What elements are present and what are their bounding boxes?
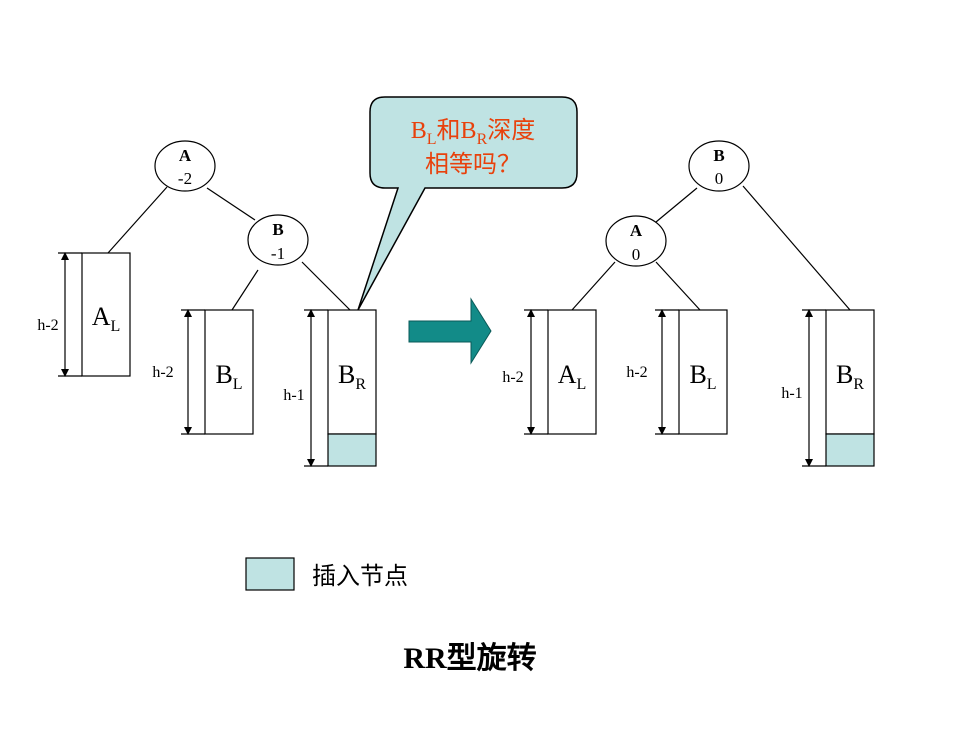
right-arrow-icon [408, 297, 492, 365]
edge-a-bl [655, 261, 701, 311]
subtree-subscript: L [111, 318, 121, 335]
tree-node-b-after: B 0 [688, 140, 750, 192]
node-name: A [179, 146, 192, 165]
node-balance: 0 [632, 245, 641, 264]
inserted-node-block [825, 433, 875, 467]
height-label: h-2 [152, 364, 173, 381]
tree-node-a-before: A -2 [154, 140, 216, 192]
height-label: h-2 [626, 364, 647, 381]
subtree-al-before: AL h-2 [37, 252, 131, 377]
node-balance: 0 [715, 169, 724, 188]
inserted-node-block [327, 433, 377, 467]
node-name: B [272, 220, 283, 239]
callout-question-line2: 相等吗？ [425, 151, 521, 178]
subtree-subscript: L [707, 376, 717, 393]
tree-node-a-after: A 0 [605, 215, 667, 267]
legend-swatch [245, 557, 295, 591]
svg-text:AL: AL [92, 302, 121, 335]
svg-text:BR: BR [836, 360, 864, 393]
node-name: A [630, 221, 643, 240]
callout-bubble: BL和BR深度 相等吗？ [357, 96, 578, 311]
svg-text:BL: BL [689, 360, 716, 393]
height-label: h-2 [502, 369, 523, 386]
edge-a-b [206, 187, 256, 221]
subtree-br-before: BR h-1 [283, 309, 377, 467]
subtree-label: A [558, 360, 577, 389]
subtree-br-after: BR h-1 [781, 309, 875, 467]
edge-a-al [571, 261, 616, 311]
subtree-subscript: R [853, 376, 864, 393]
node-balance: -1 [271, 244, 285, 263]
svg-text:BL: BL [215, 360, 242, 393]
edge-b-br [742, 185, 851, 311]
legend: 插入节点 [245, 557, 408, 591]
diagram-title: RR型旋转 [403, 642, 536, 675]
subtree-subscript: L [577, 376, 587, 393]
node-name: B [713, 146, 724, 165]
edge-b-a [655, 187, 698, 223]
svg-text:AL: AL [558, 360, 587, 393]
svg-text:BR: BR [338, 360, 366, 393]
subtree-subscript: L [233, 376, 243, 393]
legend-label: 插入节点 [312, 563, 408, 590]
subtree-label: B [836, 360, 853, 389]
callout-question-line1: BL和BR深度 [411, 117, 535, 148]
subtree-bl-before: BL h-2 [152, 309, 254, 435]
subtree-subscript: R [355, 376, 366, 393]
height-label: h-1 [283, 387, 304, 404]
edge-a-al [107, 186, 168, 254]
node-balance: -2 [178, 169, 192, 188]
height-label: h-1 [781, 385, 802, 402]
subtree-bl-after: BL h-2 [626, 309, 728, 435]
edge-b-br [301, 261, 351, 311]
subtree-label: A [92, 302, 111, 331]
subtree-label: B [338, 360, 355, 389]
edge-b-bl [231, 269, 259, 311]
subtree-label: B [689, 360, 706, 389]
tree-node-b-before: B -1 [247, 214, 309, 266]
subtree-label: B [215, 360, 232, 389]
height-label: h-2 [37, 317, 58, 334]
subtree-al-after: AL h-2 [502, 309, 597, 435]
